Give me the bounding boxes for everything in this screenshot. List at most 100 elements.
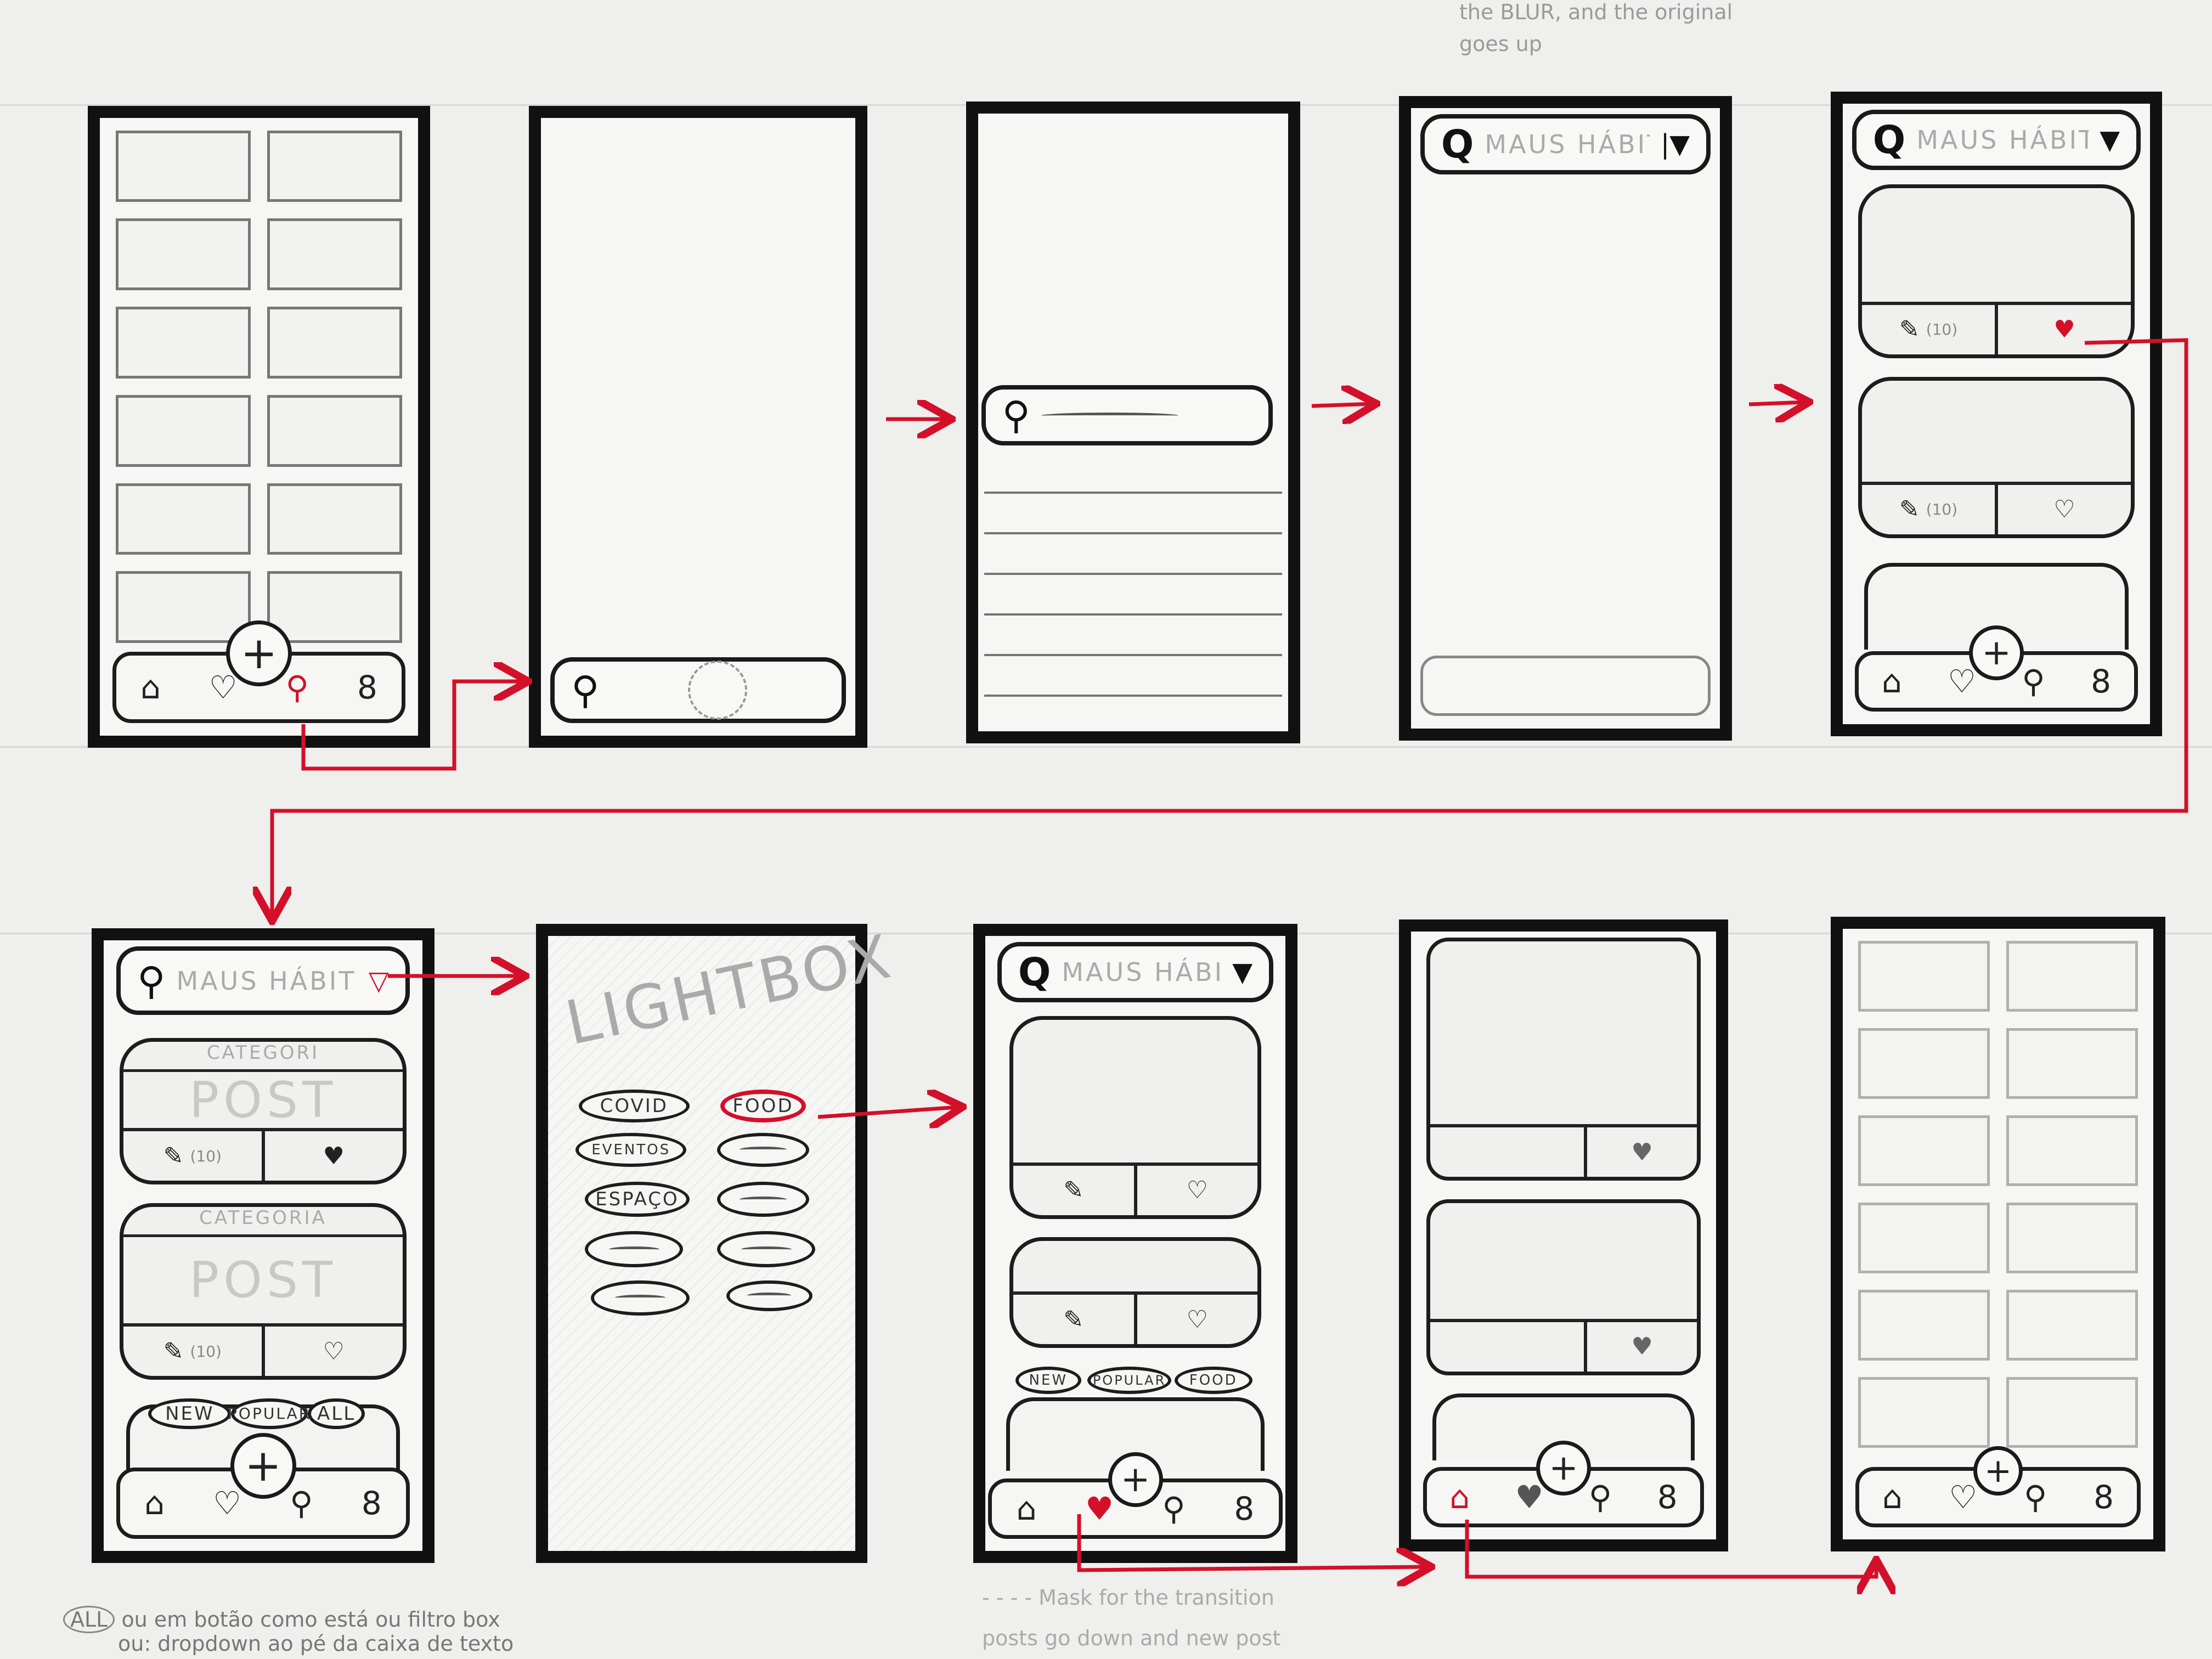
- grid-tile[interactable]: [116, 130, 251, 202]
- search-bar[interactable]: Q MAUS HÁBITOS ▼: [997, 942, 1274, 1003]
- grid-tile[interactable]: [116, 307, 251, 379]
- comment-icon[interactable]: ✎: [163, 1142, 184, 1170]
- grid-tile[interactable]: [1858, 941, 1990, 1012]
- heart-icon[interactable]: ♥: [1631, 1333, 1653, 1361]
- add-post-button[interactable]: +: [1536, 1441, 1591, 1496]
- post-card[interactable]: ✎♡: [1009, 1237, 1262, 1348]
- home-icon[interactable]: ⌂: [1449, 1478, 1470, 1516]
- add-post-button[interactable]: +: [230, 1433, 296, 1499]
- post-card[interactable]: ✎(10)♡: [1858, 376, 2135, 538]
- category-chip-eventos[interactable]: EVENTOS: [575, 1132, 686, 1167]
- filter-icon[interactable]: ▽: [368, 965, 389, 996]
- grid-tile[interactable]: [2006, 1290, 2138, 1361]
- filter-chip-new[interactable]: NEW: [148, 1398, 232, 1429]
- grid-tile[interactable]: [2006, 1028, 2138, 1099]
- search-icon[interactable]: ⚲: [1588, 1478, 1612, 1516]
- grid-tile[interactable]: [1858, 1377, 1990, 1448]
- grid-tile[interactable]: [2006, 1377, 2138, 1448]
- search-bar[interactable]: ⚲ MAUS HÁBITOS ▽: [116, 946, 410, 1015]
- search-input[interactable]: MAUS HÁBITOS: [1485, 129, 1650, 160]
- profile-icon[interactable]: 8: [1657, 1478, 1678, 1516]
- home-icon[interactable]: ⌂: [1016, 1489, 1037, 1527]
- search-input[interactable]: MAUS HÁBITOS: [1062, 957, 1222, 988]
- search-input[interactable]: MAUS HÁBITOS: [176, 966, 358, 996]
- search-bar[interactable]: ⚲: [550, 657, 846, 724]
- heart-icon[interactable]: ♥: [2053, 315, 2075, 344]
- heart-icon[interactable]: ♥: [1085, 1489, 1114, 1527]
- post-card[interactable]: ✎(10)♥: [1858, 184, 2135, 358]
- profile-icon[interactable]: 8: [2091, 663, 2111, 701]
- grid-tile[interactable]: [267, 307, 402, 379]
- profile-icon[interactable]: 8: [357, 669, 377, 707]
- post-card[interactable]: CATEGORIA POST ✎(10)♡: [120, 1203, 407, 1380]
- add-post-button[interactable]: +: [1969, 625, 2024, 680]
- post-card[interactable]: ✎♡: [1009, 1015, 1262, 1219]
- grid-tile[interactable]: [116, 218, 251, 291]
- comment-icon[interactable]: ✎: [1899, 315, 1920, 344]
- grid-tile[interactable]: [1858, 1115, 1990, 1187]
- search-bar[interactable]: Q MAUS HÁBITOS ▼: [1852, 110, 2141, 171]
- grid-tile[interactable]: [1858, 1203, 1990, 1274]
- post-card[interactable]: ♥: [1426, 938, 1701, 1181]
- grid-tile[interactable]: [2006, 1115, 2138, 1187]
- grid-tile[interactable]: [267, 571, 402, 644]
- heart-icon[interactable]: ♡: [1186, 1176, 1209, 1205]
- filter-icon[interactable]: ▼: [1232, 957, 1253, 988]
- heart-icon[interactable]: ♡: [208, 669, 238, 707]
- heart-icon[interactable]: ♡: [1949, 1478, 1978, 1516]
- search-icon[interactable]: ⚲: [2024, 1478, 2047, 1516]
- heart-icon[interactable]: ♡: [213, 1484, 242, 1522]
- post-card[interactable]: CATEGORI POST ✎(10)♥: [120, 1038, 407, 1185]
- grid-tile[interactable]: [2006, 941, 2138, 1012]
- heart-icon[interactable]: ♡: [323, 1337, 345, 1365]
- category-chip-espaco[interactable]: ESPAÇO: [585, 1182, 690, 1217]
- category-chip-empty[interactable]: [717, 1132, 809, 1167]
- category-chip-empty[interactable]: [726, 1280, 812, 1311]
- search-icon[interactable]: ⚲: [2022, 663, 2045, 701]
- heart-icon[interactable]: ♥: [1515, 1478, 1544, 1516]
- heart-icon[interactable]: ♡: [2053, 495, 2075, 524]
- comment-icon[interactable]: ✎: [163, 1337, 184, 1365]
- comment-icon[interactable]: ✎: [1063, 1176, 1084, 1205]
- comment-icon[interactable]: ✎: [1063, 1305, 1084, 1334]
- heart-icon[interactable]: ♥: [1631, 1138, 1653, 1166]
- search-icon[interactable]: ⚲: [1162, 1489, 1186, 1527]
- search-bar[interactable]: ⚲: [981, 385, 1273, 446]
- home-icon[interactable]: ⌂: [1882, 1478, 1903, 1516]
- heart-icon[interactable]: ♡: [1948, 663, 1977, 701]
- category-chip-empty[interactable]: [717, 1231, 816, 1268]
- profile-icon[interactable]: 8: [361, 1484, 382, 1522]
- filter-icon[interactable]: |▼: [1661, 129, 1690, 160]
- filter-chip-all[interactable]: ALL: [307, 1398, 365, 1429]
- profile-icon[interactable]: 8: [1234, 1489, 1255, 1527]
- add-post-button[interactable]: +: [1973, 1446, 2023, 1496]
- grid-tile[interactable]: [116, 571, 251, 644]
- category-chip-empty[interactable]: [717, 1182, 809, 1217]
- comment-icon[interactable]: ✎: [1899, 495, 1920, 524]
- heart-icon[interactable]: ♥: [323, 1142, 345, 1170]
- category-chip-covid[interactable]: COVID: [579, 1090, 690, 1123]
- home-icon[interactable]: ⌂: [144, 1484, 165, 1522]
- post-card[interactable]: ♥: [1426, 1199, 1701, 1375]
- grid-tile[interactable]: [1858, 1290, 1990, 1361]
- grid-tile[interactable]: [2006, 1203, 2138, 1274]
- search-input[interactable]: MAUS HÁBITOS: [1916, 125, 2089, 155]
- home-icon[interactable]: ⌂: [1882, 663, 1902, 701]
- add-post-button[interactable]: +: [226, 620, 292, 686]
- add-post-button[interactable]: +: [1108, 1452, 1163, 1507]
- grid-tile[interactable]: [267, 218, 402, 291]
- profile-icon[interactable]: 8: [2094, 1478, 2114, 1516]
- heart-icon[interactable]: ♡: [1186, 1305, 1209, 1334]
- filter-icon[interactable]: ▼: [2100, 125, 2120, 156]
- grid-tile[interactable]: [116, 394, 251, 467]
- home-icon[interactable]: ⌂: [140, 669, 161, 707]
- grid-tile[interactable]: [267, 130, 402, 202]
- category-chip-food[interactable]: FOOD: [720, 1090, 806, 1123]
- category-chip-empty[interactable]: [585, 1231, 684, 1268]
- filter-chip-food[interactable]: FOOD: [1174, 1366, 1252, 1394]
- search-bar[interactable]: Q MAUS HÁBITOS |▼: [1420, 114, 1711, 175]
- add-post-button-ghost[interactable]: [688, 661, 748, 720]
- filter-chip-new[interactable]: NEW: [1015, 1366, 1082, 1394]
- grid-tile[interactable]: [267, 394, 402, 467]
- grid-tile[interactable]: [1858, 1028, 1990, 1099]
